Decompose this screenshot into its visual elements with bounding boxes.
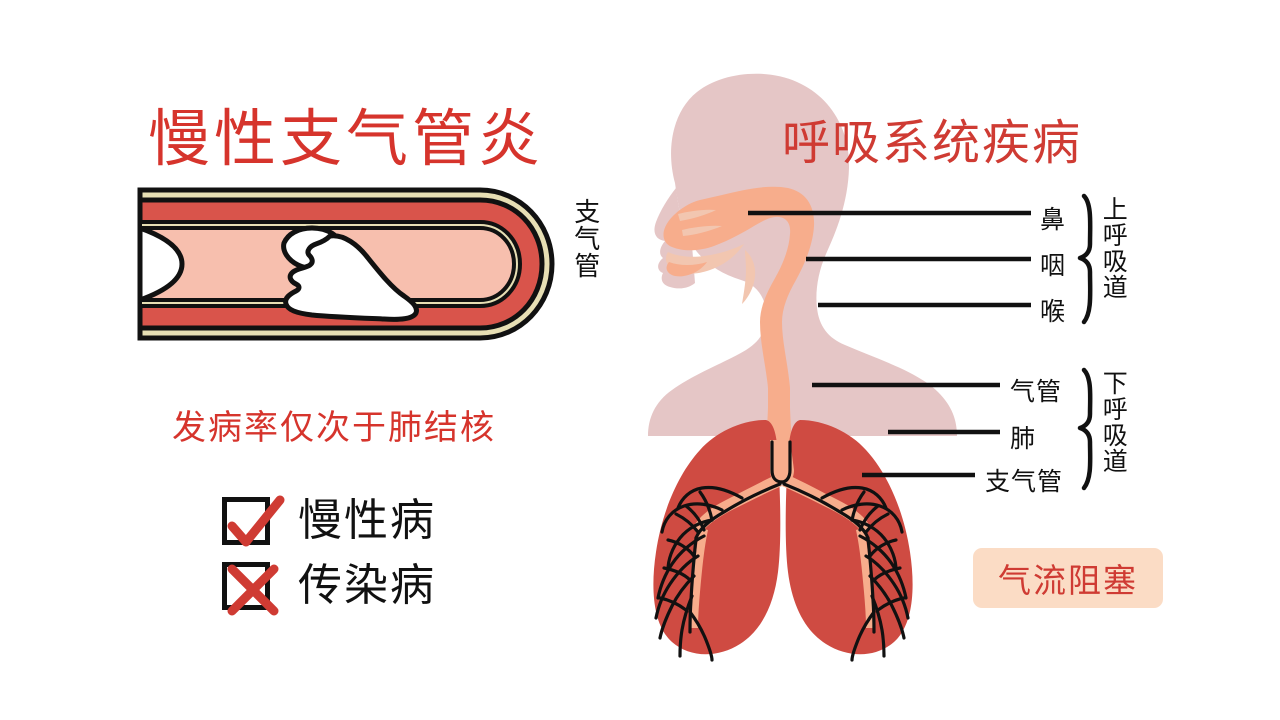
- label-upper-tract-group: 上呼吸道: [1099, 196, 1128, 300]
- brace-upper-tract: [1077, 193, 1093, 325]
- checklist-label-chronic: 慢性病: [298, 496, 436, 545]
- airflow-obstruction-badge-text: 气流阻塞: [998, 562, 1138, 599]
- label-trachea: 气管: [1010, 378, 1063, 406]
- lung-right: [785, 420, 913, 655]
- label-bronchi: 支气管: [985, 468, 1064, 496]
- label-lung: 肺: [1010, 425, 1037, 453]
- check-icon: [227, 495, 285, 547]
- label-pharynx: 咽: [1040, 252, 1067, 280]
- cross-icon: [227, 564, 279, 616]
- checklist-label-infectious: 传染病: [298, 561, 436, 610]
- label-lower-tract-group: 下呼吸道: [1099, 370, 1128, 474]
- airflow-obstruction-badge: 气流阻塞: [973, 548, 1163, 608]
- checkbox-infectious[interactable]: [222, 562, 279, 616]
- annotation-leader-lines: [748, 210, 1031, 478]
- bronchus-label: 支气管: [570, 198, 601, 279]
- lung-left: [653, 420, 781, 655]
- right-panel-title: 呼吸系统疾病: [782, 117, 1083, 170]
- airway-passage: [663, 186, 815, 410]
- lungs: [653, 420, 913, 655]
- bronchial-tree: [654, 440, 910, 662]
- brace-lower-tract: [1077, 367, 1093, 491]
- checkbox-chronic[interactable]: [222, 495, 285, 547]
- checklist-item-infectious[interactable]: 传染病: [222, 561, 436, 616]
- left-panel-title: 慢性支气管炎: [148, 105, 545, 174]
- label-larynx: 喉: [1040, 298, 1067, 326]
- checklist-item-chronic[interactable]: 慢性病: [222, 495, 436, 547]
- bronchus-open-end: [137, 224, 185, 304]
- left-panel-subtitle: 发病率仅次于肺结核: [172, 409, 496, 447]
- label-nose: 鼻: [1040, 206, 1067, 234]
- grouping-braces: [1077, 193, 1093, 491]
- mucus-obstruction: [281, 225, 419, 322]
